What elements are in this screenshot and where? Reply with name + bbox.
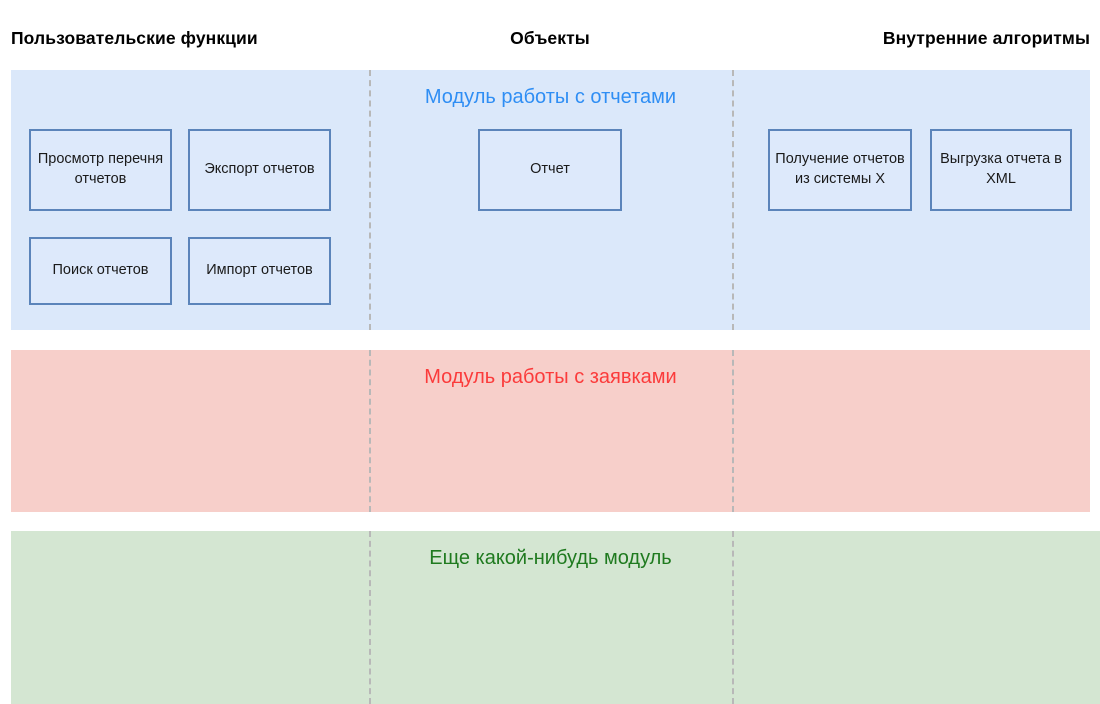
column-divider-right-green (732, 531, 734, 704)
band-title-requests-module: Модуль работы с заявками (424, 366, 677, 388)
node-view-report-list[interactable]: Просмотр перечня отчетов (29, 129, 172, 211)
band-title-reports-module: Модуль работы с отчетами (424, 86, 677, 108)
column-divider-left-green (369, 531, 371, 704)
column-header-user-functions: Пользовательские функции (11, 28, 258, 48)
column-header-internal-algorithms: Внутренние алгоритмы (882, 28, 1090, 48)
node-export-report-to-xml[interactable]: Выгрузка отчета в XML (930, 129, 1072, 211)
column-divider-left-blue (369, 70, 371, 330)
column-header-objects: Объекты (510, 28, 590, 48)
node-report-object[interactable]: Отчет (478, 129, 622, 211)
band-other-module (11, 531, 1100, 704)
column-divider-right-blue (732, 70, 734, 330)
node-import-reports[interactable]: Импорт отчетов (188, 237, 331, 305)
node-search-reports[interactable]: Поиск отчетов (29, 237, 172, 305)
column-divider-left-pink (369, 350, 371, 512)
column-divider-right-pink (732, 350, 734, 512)
band-requests-module (11, 350, 1090, 512)
band-title-other-module: Еще какой-нибудь модуль (429, 547, 672, 569)
node-export-reports[interactable]: Экспорт отчетов (188, 129, 331, 211)
node-fetch-reports-from-system-x[interactable]: Получение отчетов из системы X (768, 129, 912, 211)
